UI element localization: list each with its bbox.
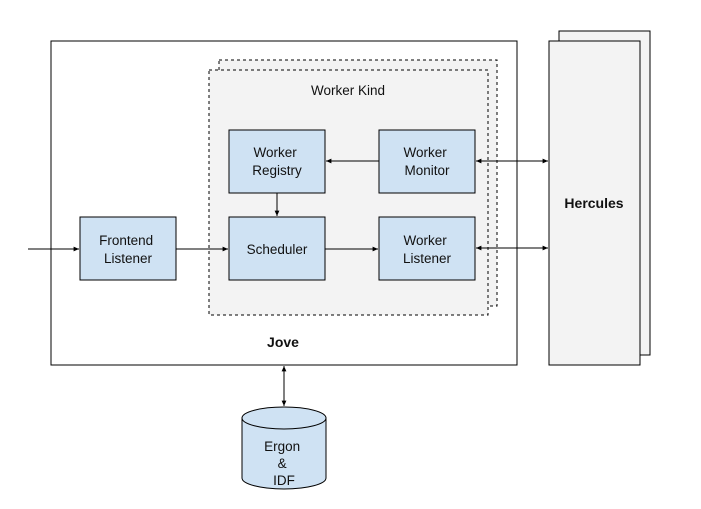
ergon-cylinder-body xyxy=(241,418,327,490)
jove-label: Jove xyxy=(267,334,299,350)
frontend-listener-label: Frontend Listener xyxy=(99,233,157,266)
worker-listener-label: Worker Listener xyxy=(403,233,452,266)
hercules-box xyxy=(548,40,641,366)
worker-registry-box xyxy=(228,129,326,194)
worker-listener-line2: Listener xyxy=(403,251,452,266)
ergon-line1: Ergon xyxy=(264,439,300,454)
scheduler-box xyxy=(228,216,326,281)
ergon-idf-database xyxy=(241,406,327,490)
ergon-cylinder-top xyxy=(241,406,327,430)
worker-registry-line1: Worker xyxy=(253,145,297,160)
frontend-listener-line2: Listener xyxy=(104,251,153,266)
frontend-listener-box xyxy=(79,216,177,281)
worker-listener-box xyxy=(378,216,476,281)
hercules-label: Hercules xyxy=(564,195,623,211)
ergon-line2: & xyxy=(278,456,287,471)
ergon-idf-label: Ergon & IDF xyxy=(264,439,304,488)
scheduler-label: Scheduler xyxy=(247,242,308,257)
worker-monitor-line2: Monitor xyxy=(404,163,450,178)
ergon-line3: IDF xyxy=(273,473,295,488)
worker-kind-label: Worker Kind xyxy=(311,83,385,98)
worker-registry-line2: Registry xyxy=(252,163,302,178)
worker-monitor-box xyxy=(378,129,476,194)
worker-registry-label: Worker Registry xyxy=(252,145,302,178)
worker-listener-line1: Worker xyxy=(403,233,447,248)
frontend-listener-line1: Frontend xyxy=(99,233,153,248)
worker-monitor-line1: Worker xyxy=(403,145,447,160)
worker-monitor-label: Worker Monitor xyxy=(403,145,450,178)
